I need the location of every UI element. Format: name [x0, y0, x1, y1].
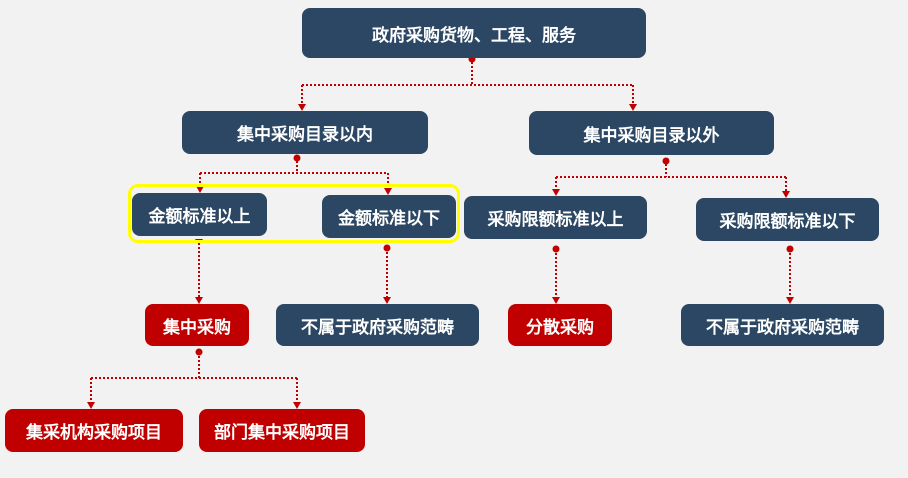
node-above-limit: 采购限额标准以上 [464, 196, 647, 239]
node-below-limit: 采购限额标准以下 [696, 198, 879, 241]
node-not-gov-2: 不属于政府采购范畴 [681, 304, 884, 346]
connector-centralized [90, 352, 298, 403]
connector-dots [195, 55, 794, 356]
node-out-catalog: 集中采购目录以外 [529, 111, 774, 155]
node-below-amount: 金额标准以下 [322, 195, 456, 238]
node-in-catalog: 集中采购目录以内 [182, 111, 428, 154]
node-above-amount: 金额标准以上 [132, 193, 267, 236]
connector-root [301, 58, 634, 104]
connector-in-catalog [199, 157, 389, 189]
highlight-box [128, 184, 460, 243]
node-centralized: 集中采购 [145, 304, 249, 346]
node-agency-projects: 集采机构采购项目 [5, 409, 183, 452]
node-not-gov-1: 不属于政府采购范畴 [276, 304, 479, 346]
node-dept-projects: 部门集中采购项目 [199, 409, 365, 452]
node-root: 政府采购货物、工程、服务 [302, 8, 646, 58]
connector-out-catalog [555, 160, 787, 192]
node-decentralized: 分散采购 [508, 304, 612, 346]
